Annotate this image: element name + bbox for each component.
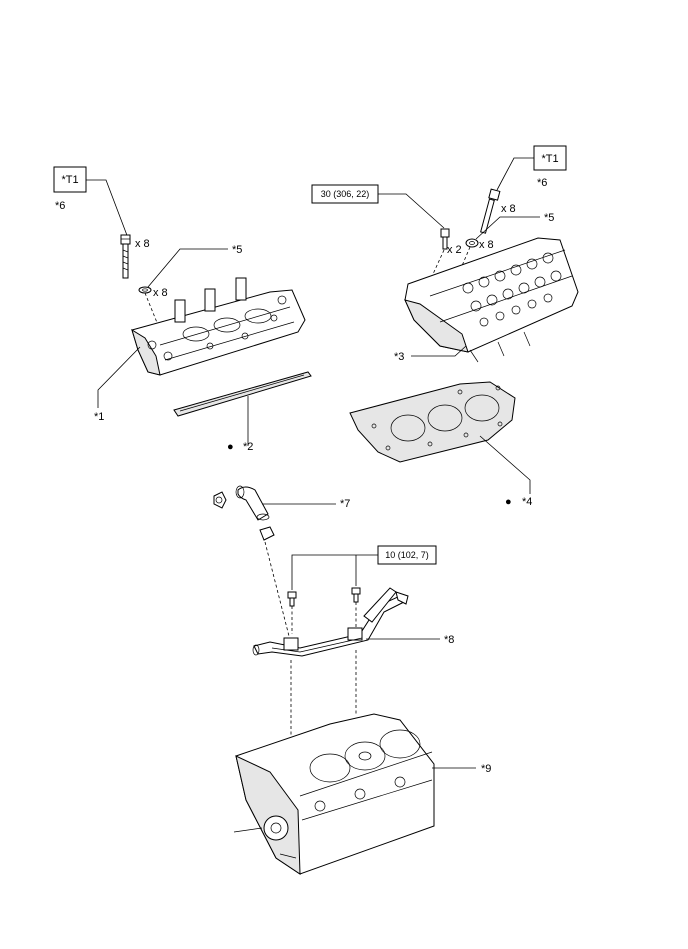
left-washer-quantity: x 8 [153,287,168,299]
right-bolt-quantity: x 8 [501,203,516,215]
washer-icon [138,286,152,294]
timing-sprocket [263,815,289,841]
callout-5-left: *5 [232,244,242,256]
water-bypass-pipe-illustration [252,587,409,657]
callout-5-right: *5 [544,212,554,224]
callout-2: *2 [243,441,253,453]
bolt-icon [480,188,501,234]
leader-3 [411,345,467,357]
torque-head-bolt-label: 30 (306, 22) [321,189,370,199]
leader-t1-left [86,179,129,239]
leader-t1-right [496,157,534,191]
callout-9: *9 [481,763,491,775]
bypass-hose-illustration [235,485,270,521]
leader-5-right [475,216,540,240]
leader-torque-head [378,193,445,229]
right-small-bolt-path [427,249,445,286]
t1-right-label: *T1 [541,153,558,165]
callout-3: *3 [394,351,404,363]
torque-pipe-bolt-label: 10 (102, 7) [385,550,429,560]
right-torque-box: *T1 [533,145,567,171]
cylinder-head-illustration-right [404,237,579,363]
torque-box-pipe-bolt: 10 (102, 7) [377,545,437,565]
head-gasket-illustration-left [173,371,312,417]
head-gasket-illustration-right [349,381,516,463]
hose-path [264,541,291,641]
washer-icon [465,238,479,248]
left-bolt-path [144,292,159,326]
bolt-icon [351,587,361,603]
new-part-marker-4: ● [505,496,512,508]
leader-4 [479,435,531,494]
callout-1: *1 [94,411,104,423]
cylinder-block-illustration [233,713,435,875]
hose-clamp-lower [259,526,275,541]
right-washer-quantity: x 8 [479,239,494,251]
callout-4: *4 [522,496,532,508]
left-torque-box: *T1 [53,166,87,193]
bolt-icon [440,228,450,250]
bolt-icon [287,591,297,607]
cylinder-head-illustration-left [131,277,306,376]
right-small-bolt-quantity: x 2 [447,244,462,256]
callout-7: *7 [340,498,350,510]
callout-8: *8 [444,634,454,646]
leader-torque-pipe-1 [291,554,378,590]
callout-6-left: *6 [55,200,65,212]
new-part-marker-2: ● [227,441,234,453]
callout-6-right: *6 [537,177,547,189]
t1-left-label: *T1 [61,174,78,186]
hose-clamp-upper [213,491,227,509]
left-bolt-quantity: x 8 [135,238,150,250]
camshaft-lobes [462,252,562,327]
leader-5-left [147,248,228,288]
leader-1 [97,346,141,408]
bolt-icon [120,234,131,279]
cylinder-bores [309,729,421,783]
torque-box-head-bolt: 30 (306, 22) [311,184,379,204]
